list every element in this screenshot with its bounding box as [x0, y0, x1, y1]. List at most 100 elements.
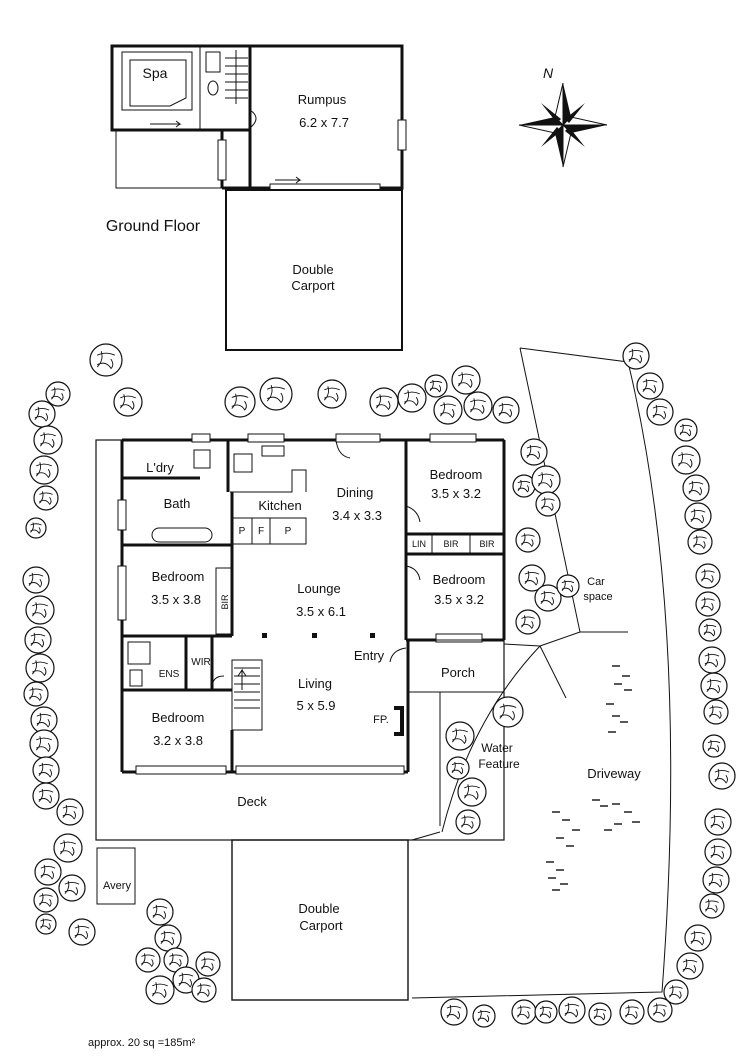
ground-floor: Spa Rumpus 6.2 x 7.7 Ground Floor Double…	[106, 44, 407, 351]
tree-icon	[687, 529, 713, 555]
water-feature-line2: Feature	[478, 757, 520, 771]
deck-label: Deck	[237, 794, 267, 809]
dining-door	[335, 439, 351, 459]
bedroom-ne-label: Bedroom	[430, 467, 483, 482]
rumpus-label: Rumpus	[298, 92, 347, 107]
beam-markers	[262, 633, 375, 638]
tree-icon	[702, 734, 726, 758]
area-note: approx. 20 sq =185m²	[88, 1037, 196, 1049]
car-space-line2: space	[583, 591, 612, 603]
tree-icon	[29, 729, 59, 759]
porch-label: Porch	[441, 665, 475, 680]
living-window	[235, 765, 405, 775]
tree-icon	[647, 997, 673, 1023]
tree-icon	[163, 947, 189, 973]
stair-void	[231, 659, 263, 731]
tree-icon	[588, 1002, 612, 1026]
tree-icon	[35, 913, 57, 935]
toilet	[205, 51, 221, 73]
pantry-label-1: P	[239, 526, 246, 537]
compass-north-label: N	[543, 65, 554, 81]
tree-icon	[622, 342, 650, 370]
bedroom-ne-window	[429, 433, 477, 443]
spa-tub	[121, 51, 193, 111]
sink	[261, 445, 285, 457]
bedroom-w-size: 3.5 x 3.8	[151, 592, 201, 607]
rumpus-slider-arrow	[275, 176, 302, 184]
fireplace-label: FP.	[373, 714, 389, 726]
wir-label: WIR	[191, 657, 210, 668]
shower	[127, 641, 151, 665]
tree-icon	[397, 383, 427, 413]
living-label: Living	[298, 676, 332, 691]
water-feature-line1: Water	[481, 741, 513, 755]
stairs-main	[234, 667, 260, 709]
living-size: 5 x 5.9	[296, 698, 335, 713]
tree-icon	[369, 387, 399, 417]
bedroom-w-label: Bedroom	[152, 569, 205, 584]
tree-icon	[492, 696, 524, 728]
tree-icon	[446, 756, 470, 780]
driveway-gravel	[546, 665, 640, 891]
wir-door	[211, 675, 225, 689]
ground-carport	[225, 189, 403, 351]
sliding-door-arrow	[150, 120, 182, 128]
lounge-label: Lounge	[297, 581, 340, 596]
tree-icon	[29, 455, 59, 485]
tree-icon	[492, 396, 520, 424]
trees	[22, 342, 736, 1028]
bedroom-ne-door	[405, 505, 421, 523]
tree-icon	[195, 951, 221, 977]
tree-icon	[30, 706, 58, 734]
aviary	[96, 847, 136, 905]
tree-icon	[619, 999, 645, 1025]
bedroom-e-label: Bedroom	[433, 572, 486, 587]
entry-label: Entry	[354, 648, 385, 663]
dining-size: 3.4 x 3.3	[332, 508, 382, 523]
tree-icon	[702, 866, 730, 894]
bedroom-ne-size: 3.5 x 3.2	[431, 486, 481, 501]
tree-icon	[445, 721, 475, 751]
tree-icon	[676, 952, 704, 980]
tree-icon	[24, 626, 52, 654]
tree-icon	[45, 381, 71, 407]
tree-icon	[515, 609, 541, 635]
tree-icon	[518, 564, 546, 592]
tree-icon	[154, 924, 182, 952]
tree-icon	[558, 996, 586, 1024]
bath-window	[117, 499, 127, 531]
ens-label: ENS	[159, 669, 180, 680]
spa-label: Spa	[143, 65, 168, 81]
site-boundary	[411, 347, 672, 999]
tree-icon	[34, 858, 62, 886]
tree-icon	[25, 653, 55, 683]
tree-icon	[515, 527, 541, 553]
tree-icon	[25, 517, 47, 539]
bedroom-sw-window	[135, 765, 227, 775]
tree-icon	[684, 924, 712, 952]
tree-icon	[520, 438, 548, 466]
tree-icon	[682, 474, 710, 502]
tree-icon	[68, 918, 96, 946]
rumpus-window-east	[397, 119, 407, 151]
laundry-window	[191, 433, 211, 443]
main-carport	[231, 839, 409, 1001]
spa-tub-inner	[129, 59, 187, 107]
basin	[207, 80, 219, 96]
tree-icon	[455, 809, 481, 835]
tree-icon	[663, 979, 689, 1005]
tree-icon	[135, 947, 161, 973]
compass-rose-icon	[518, 82, 608, 168]
tree-icon	[259, 377, 293, 411]
tree-icon	[472, 1004, 496, 1028]
tree-icon	[224, 386, 256, 418]
tree-icon	[704, 808, 732, 836]
tree-icon	[695, 563, 721, 589]
tree-icon	[457, 777, 487, 807]
laundry-label: L'dry	[146, 460, 174, 475]
tree-icon	[317, 379, 347, 409]
tree-icon	[440, 998, 468, 1026]
lin-label: LIN	[412, 539, 426, 549]
tree-icon	[636, 372, 664, 400]
bir-w-label: BIR	[220, 594, 230, 610]
